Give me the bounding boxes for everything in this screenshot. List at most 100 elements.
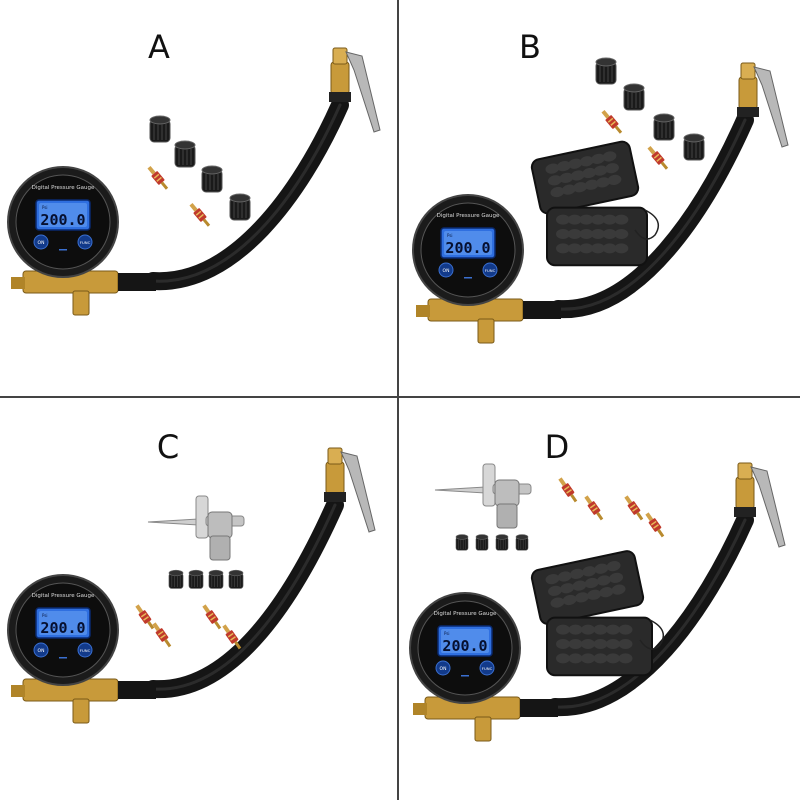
valve-core — [645, 512, 665, 538]
lcd-screen — [440, 227, 496, 259]
chuck-lever — [750, 466, 786, 548]
valve-cap — [455, 534, 469, 551]
on-button-label: ON — [443, 268, 450, 274]
valve-core — [558, 477, 578, 503]
lcd-reading: 200.0 — [40, 619, 85, 637]
option-label-b: B — [519, 28, 541, 66]
lcd-reading: 200.0 — [445, 239, 490, 257]
gauge-title: Digital Pressure Gauge — [32, 185, 95, 191]
storage-case — [530, 550, 665, 677]
air-chuck — [737, 62, 789, 148]
on-button — [435, 660, 451, 676]
option-label-a: A — [148, 28, 170, 66]
lcd-unit: Psi — [42, 613, 48, 618]
air-chuck — [324, 447, 376, 533]
valve-cap — [174, 140, 196, 168]
horizontal-divider — [0, 396, 800, 398]
on-button — [33, 234, 49, 250]
storage-case — [530, 140, 660, 267]
func-button — [77, 642, 93, 658]
hose — [144, 96, 349, 291]
valve-cap — [168, 569, 184, 589]
valve-core — [147, 165, 169, 190]
valve-core — [152, 622, 172, 648]
valve-cap — [208, 569, 224, 589]
option-label-c: C — [156, 428, 180, 466]
lcd-screen — [35, 199, 91, 231]
lcd-reading: 200.0 — [442, 637, 487, 655]
valve-core-tool — [434, 463, 532, 529]
valve-core — [624, 495, 644, 521]
valve-core — [202, 604, 222, 630]
lcd-screen — [35, 607, 91, 639]
hose — [144, 496, 344, 699]
valve-cap — [515, 534, 529, 551]
chuck-lever — [753, 66, 789, 148]
valve-core — [584, 495, 604, 521]
case-lanyard — [639, 619, 665, 650]
bleed-valve — [477, 318, 495, 344]
lcd-unit: Psi — [42, 205, 48, 210]
bleed-valve — [474, 716, 492, 742]
lcd-reading: 200.0 — [40, 211, 85, 229]
on-button-label: ON — [440, 666, 447, 672]
lcd-unit: Psi — [444, 631, 450, 636]
valve-cap — [495, 534, 509, 551]
valve-cap — [188, 569, 204, 589]
gauge-title: Digital Pressure Gauge — [437, 213, 500, 219]
valve-cap — [229, 193, 251, 221]
valve-core — [189, 202, 211, 227]
gauge-title: Digital Pressure Gauge — [434, 611, 497, 617]
on-button-label: ON — [38, 648, 45, 654]
case-lid — [530, 550, 645, 626]
valve-core-tool — [147, 495, 245, 561]
func-button-label: FUNC — [485, 268, 496, 273]
lcd-unit: Psi — [447, 233, 453, 238]
valve-cap — [149, 115, 171, 143]
on-button — [438, 262, 454, 278]
case-lid — [530, 140, 640, 215]
lcd-screen — [437, 625, 493, 657]
valve-cap — [595, 57, 617, 85]
chuck-lever — [340, 451, 376, 533]
on-button — [33, 642, 49, 658]
valve-cap — [475, 534, 489, 551]
func-button-label: FUNC — [80, 240, 91, 245]
valve-core — [222, 624, 242, 650]
case-lanyard — [634, 209, 660, 240]
func-button-label: FUNC — [482, 666, 493, 671]
valve-cap — [683, 133, 705, 161]
chuck-lever — [345, 51, 381, 133]
gauge-title: Digital Pressure Gauge — [32, 593, 95, 599]
func-button — [479, 660, 495, 676]
air-chuck — [734, 462, 786, 548]
option-label-d: D — [544, 428, 570, 466]
valve-core — [647, 145, 669, 170]
func-button-label: FUNC — [80, 648, 91, 653]
valve-cap — [201, 165, 223, 193]
on-button-label: ON — [38, 240, 45, 246]
valve-cap — [228, 569, 244, 589]
bleed-valve — [72, 698, 90, 724]
vertical-divider — [397, 0, 399, 800]
func-button — [77, 234, 93, 250]
valve-cap — [653, 113, 675, 141]
func-button — [482, 262, 498, 278]
valve-core — [135, 604, 155, 630]
bleed-valve — [72, 290, 90, 316]
valve-core — [601, 109, 623, 134]
valve-cap — [623, 83, 645, 111]
